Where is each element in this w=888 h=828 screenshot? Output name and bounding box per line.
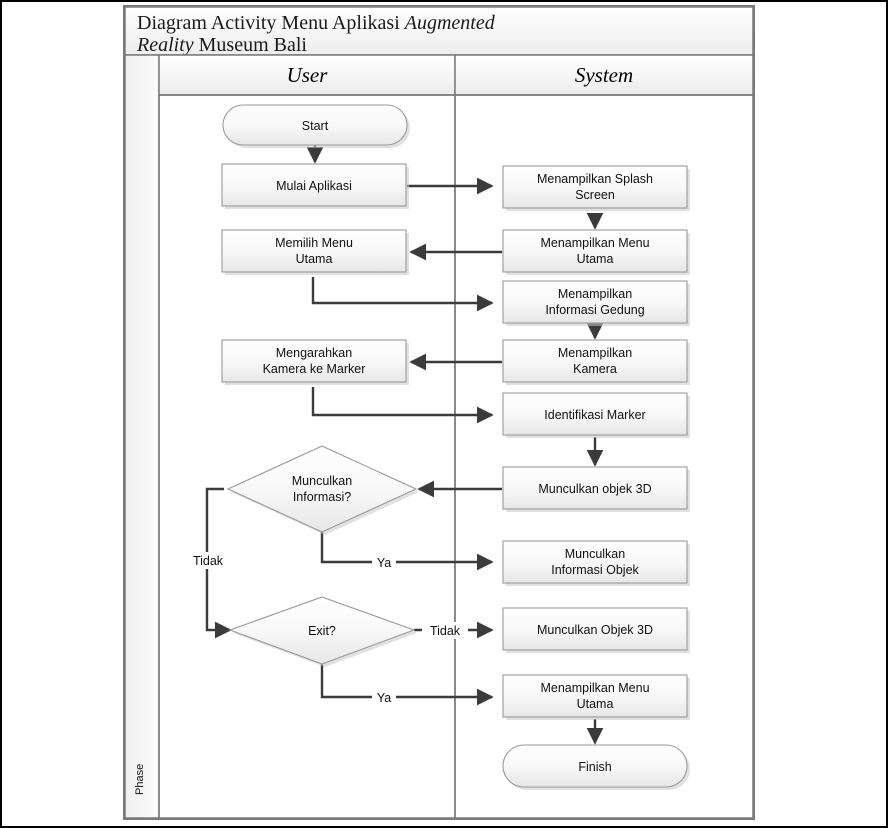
node-memilih-menu-utama[interactable]: Memilih Menu Utama bbox=[221, 229, 409, 275]
lane-header-system bbox=[454, 54, 754, 96]
node-identifikasi-marker[interactable]: Identifikasi Marker bbox=[502, 392, 690, 438]
node-kamera-label-line2: Kamera bbox=[573, 362, 617, 376]
node-decision2-label: Exit? bbox=[308, 624, 336, 638]
edge-memilih-to-infogedung bbox=[311, 277, 494, 312]
node-mengarahkan-label-line2: Kamera ke Marker bbox=[263, 362, 366, 376]
node-splash-label-line1: Menampilkan Splash bbox=[537, 172, 653, 186]
node-menuutama-sys-label-line1: Menampilkan Menu bbox=[540, 236, 649, 250]
node-finish-label: Finish bbox=[578, 760, 611, 774]
edge-label-decision2-tidak: Tidak bbox=[430, 624, 461, 638]
node-munculkan-objek-3d-lower[interactable]: Munculkan objek 3D bbox=[502, 466, 690, 512]
node-menuutama-end-label-line2: Utama bbox=[577, 697, 614, 711]
activity-diagram: Diagram Activity Menu Aplikasi Augmented… bbox=[123, 5, 755, 820]
phase-column bbox=[124, 54, 160, 819]
edge-label-bg-tidak-2 bbox=[422, 622, 468, 639]
connector-layer bbox=[205, 145, 604, 745]
node-finish[interactable]: Finish bbox=[502, 744, 690, 790]
diagram-canvas: Diagram Activity Menu Aplikasi Augmented… bbox=[123, 5, 755, 820]
node-identifikasi-marker-label: Identifikasi Marker bbox=[544, 408, 645, 422]
lane-header-user bbox=[158, 54, 456, 96]
node-menampilkan-menu-utama-end[interactable]: Menampilkan Menu Utama bbox=[502, 674, 690, 720]
node-menampilkan-informasi-gedung[interactable]: Menampilkan Informasi Gedung bbox=[502, 280, 690, 326]
lane-header-system-label: System bbox=[575, 63, 633, 87]
node-munculkan-informasi-objek[interactable]: Munculkan Informasi Objek bbox=[502, 540, 690, 586]
node-info-objek-label-line2: Informasi Objek bbox=[551, 563, 639, 577]
edge-mengarahkan-to-identifikasi bbox=[311, 387, 494, 424]
node-menampilkan-splash-screen[interactable]: Menampilkan Splash Screen bbox=[502, 165, 690, 211]
title-band bbox=[124, 6, 754, 56]
node-decision1-label-line1: Munculkan bbox=[292, 474, 352, 488]
phase-label: Phase bbox=[134, 764, 146, 795]
node-munculkan-objek-3d-upper[interactable]: Munculkan Objek 3D bbox=[502, 607, 690, 653]
node-memilih-menu-label-line2: Utama bbox=[296, 252, 333, 266]
node-munculkan-objek-3d-upper-label: Munculkan Objek 3D bbox=[537, 623, 653, 637]
node-mulai-aplikasi[interactable]: Mulai Aplikasi bbox=[221, 163, 409, 209]
node-menuutama-end-label-line1: Menampilkan Menu bbox=[540, 681, 649, 695]
node-mengarahkan-label-line1: Mengarahkan bbox=[276, 346, 352, 360]
edge-decision1-ya-to-infoobjek bbox=[320, 532, 494, 571]
node-munculkan-objek-3d-lower-label: Munculkan objek 3D bbox=[538, 482, 651, 496]
edge-label-decision2-ya: Ya bbox=[377, 691, 391, 705]
node-decision-munculkan-informasi[interactable]: Munculkan Informasi? bbox=[226, 445, 419, 535]
edge-exit-ya-to-menuutama bbox=[320, 664, 494, 706]
node-menampilkan-kamera[interactable]: Menampilkan Kamera bbox=[502, 339, 690, 385]
node-decision1-label-line2: Informasi? bbox=[293, 490, 351, 504]
diagram-title-line2: Reality Museum Bali bbox=[136, 34, 307, 56]
lane-body-system bbox=[454, 94, 754, 819]
edge-label-bg-ya-2 bbox=[372, 689, 396, 706]
lane-header-user-label: User bbox=[287, 63, 329, 87]
node-splash-label-line2: Screen bbox=[575, 188, 615, 202]
diagram-title-line1: Diagram Activity Menu Aplikasi Augmented bbox=[137, 12, 496, 34]
node-infogedung-label-line1: Menampilkan bbox=[558, 287, 632, 301]
edge-label-decision1-tidak: Tidak bbox=[193, 554, 224, 568]
node-mengarahkan-kamera-ke-marker[interactable]: Mengarahkan Kamera ke Marker bbox=[221, 339, 409, 385]
node-info-objek-label-line1: Munculkan bbox=[565, 547, 625, 561]
edge-label-layer: Tidak Ya Tidak Ya bbox=[185, 552, 468, 706]
node-infogedung-label-line2: Informasi Gedung bbox=[545, 303, 644, 317]
node-decision-exit[interactable]: Exit? bbox=[228, 596, 417, 667]
node-menuutama-sys-label-line2: Utama bbox=[577, 252, 614, 266]
node-start-label: Start bbox=[302, 119, 329, 133]
node-memilih-menu-label-line1: Memilih Menu bbox=[275, 236, 353, 250]
node-start[interactable]: Start bbox=[222, 104, 410, 148]
node-kamera-label-line1: Menampilkan bbox=[558, 346, 632, 360]
edge-label-decision1-ya: Ya bbox=[377, 556, 391, 570]
node-menampilkan-menu-utama-sys[interactable]: Menampilkan Menu Utama bbox=[502, 229, 690, 275]
node-mulai-aplikasi-label: Mulai Aplikasi bbox=[276, 179, 352, 193]
edge-label-bg-tidak-1 bbox=[185, 552, 231, 569]
edge-label-bg-ya-1 bbox=[372, 554, 396, 571]
